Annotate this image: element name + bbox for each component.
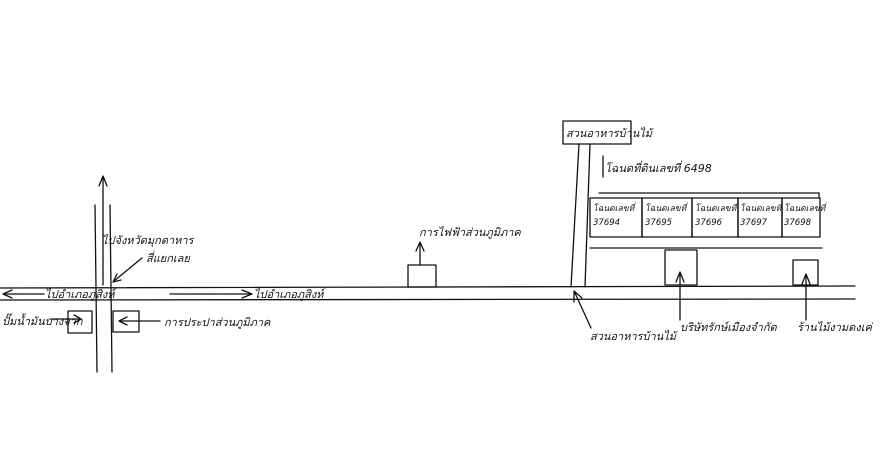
road-label-west: ไปอำเภอภูสิงห์	[45, 288, 118, 301]
flower-shop-building	[792, 259, 819, 321]
gas-station-marker	[49, 310, 93, 334]
garden-entrance-label: สวนอาหารบ้านไม้	[590, 330, 678, 343]
power-office-label: การไฟฟ้าส่วนภูมิภาค	[419, 226, 521, 239]
parcel-label-2: โฉนดเลขที่37695	[645, 202, 688, 228]
gas-station-label: ปั๊มน้ำมันบางจาก	[2, 313, 84, 328]
company-building	[664, 249, 698, 321]
restaurant-sign	[562, 120, 632, 288]
parcel-label-4: โฉนดเลขที่37697	[740, 202, 783, 228]
west-arrow-icon	[2, 289, 45, 299]
province-pointer-icon	[112, 257, 143, 283]
sign-label: สวนอาหารบ้านไม้	[566, 127, 654, 140]
land-title-label: โฉนดที่ดินเลขที่ 6498	[605, 160, 712, 175]
road-label-east: ไปอำเภอภูสิงห์	[254, 288, 327, 301]
parcel-label-1: โฉนดเลขที่37694	[593, 202, 636, 228]
parcel-boxes	[589, 197, 821, 238]
crossing-road	[94, 204, 113, 373]
land-outline	[589, 155, 823, 249]
entrance-pointer-icon	[573, 290, 592, 329]
north-arrow-icon	[98, 175, 108, 286]
company-label: บริษัทรักษ์เมืองจำกัด	[680, 321, 777, 334]
district-north-label: ไปจังหวัดมุกดาหาร	[102, 234, 196, 247]
parcel-label-5: โฉนดเลขที่37698	[784, 202, 827, 228]
flower-shop-label: ร้านไม้งามดงเค่	[797, 321, 874, 334]
water-office-marker	[112, 310, 161, 333]
power-office-marker	[407, 241, 437, 288]
east-arrow-icon	[169, 289, 253, 299]
main-road	[0, 285, 856, 301]
parcel-label-3: โฉนดเลขที่37696	[695, 202, 738, 228]
water-office-label: การประปาส่วนภูมิภาค	[164, 316, 271, 329]
district-north-sub-label: สี่แยกเลย	[146, 250, 191, 265]
